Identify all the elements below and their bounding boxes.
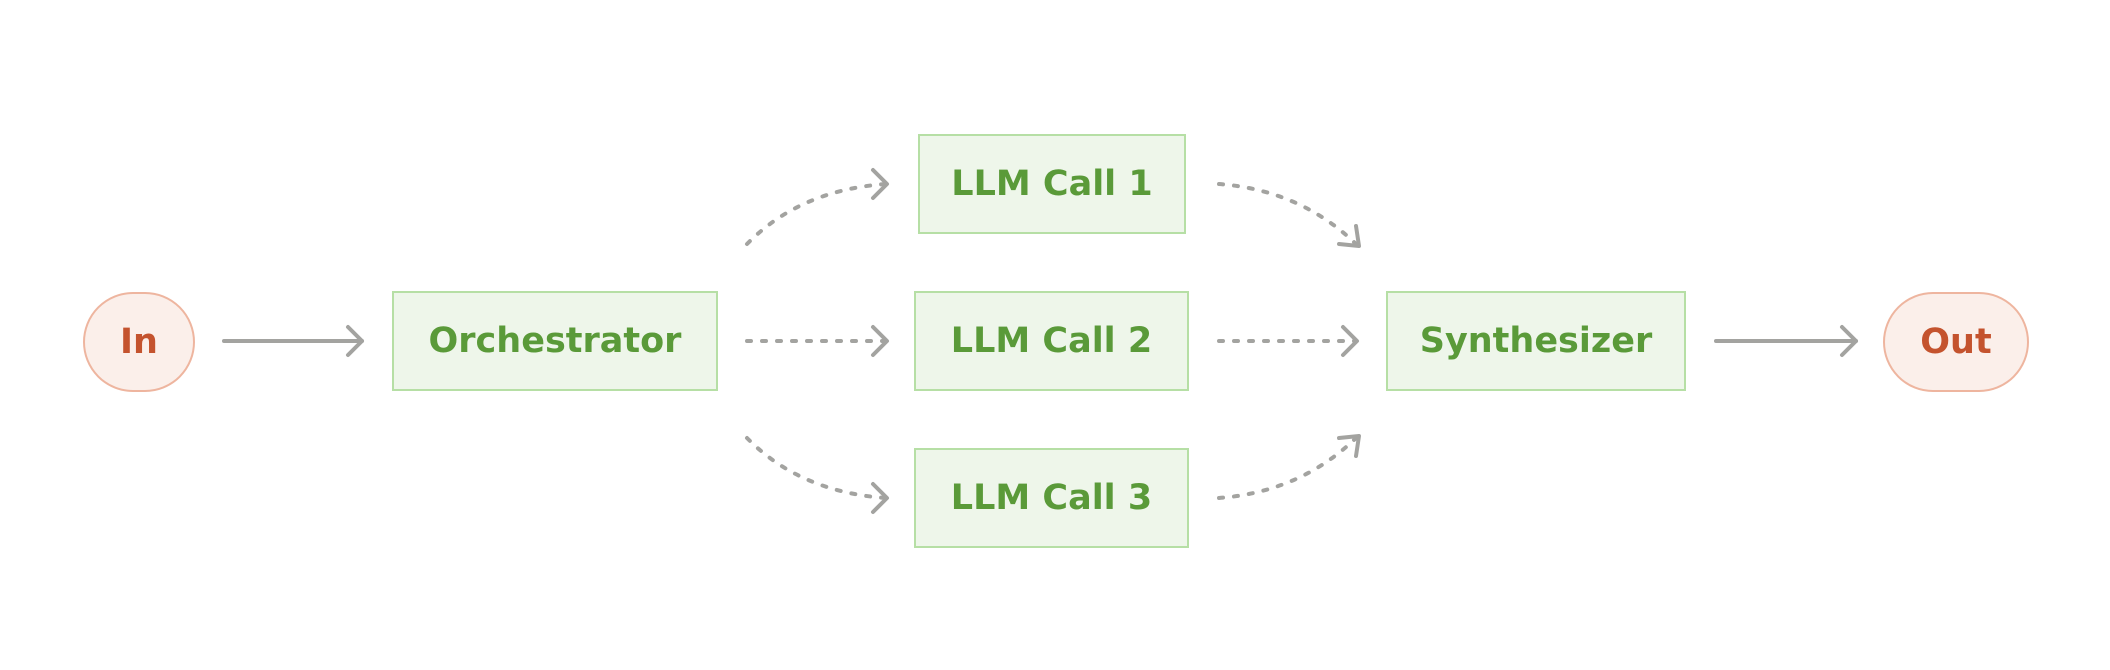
synthesizer-node: Synthesizer (1386, 291, 1686, 391)
output-node: Out (1883, 292, 2029, 392)
arrowhead-llm-call-3-to-synthesizer (1337, 434, 1361, 458)
edge-orchestrator-to-llm-call-3 (745, 436, 888, 500)
synthesizer-node-label: Synthesizer (1419, 321, 1653, 361)
arrowhead-orchestrator-to-llm-call-2 (871, 325, 889, 357)
input-node-label: In (120, 322, 158, 362)
arrowhead-llm-call-1-to-synthesizer (1337, 224, 1361, 248)
edge-llm-call-3-to-synthesizer (1217, 436, 1358, 500)
orchestrator-node: Orchestrator (392, 291, 718, 391)
llm-call-2-node: LLM Call 2 (914, 291, 1189, 391)
orchestrator-node-label: Orchestrator (428, 321, 682, 361)
input-node: In (83, 292, 195, 392)
output-node-label: Out (1920, 322, 1992, 362)
arrowhead-synthesizer-to-out (1840, 325, 1858, 357)
arrowhead-orchestrator-to-llm-call-1 (871, 168, 889, 200)
llm-call-3-label: LLM Call 3 (950, 478, 1153, 518)
llm-call-2-label: LLM Call 2 (950, 321, 1153, 361)
llm-call-1-label: LLM Call 1 (951, 164, 1153, 204)
llm-call-1-node: LLM Call 1 (918, 134, 1186, 234)
llm-call-3-node: LLM Call 3 (914, 448, 1189, 548)
arrowhead-llm-call-2-to-synthesizer (1341, 325, 1359, 357)
edge-orchestrator-to-llm-call-1 (745, 182, 888, 246)
edge-llm-call-1-to-synthesizer (1217, 182, 1358, 246)
arrowhead-orchestrator-to-llm-call-3 (871, 482, 889, 514)
arrowhead-in-to-orchestrator (346, 325, 364, 357)
